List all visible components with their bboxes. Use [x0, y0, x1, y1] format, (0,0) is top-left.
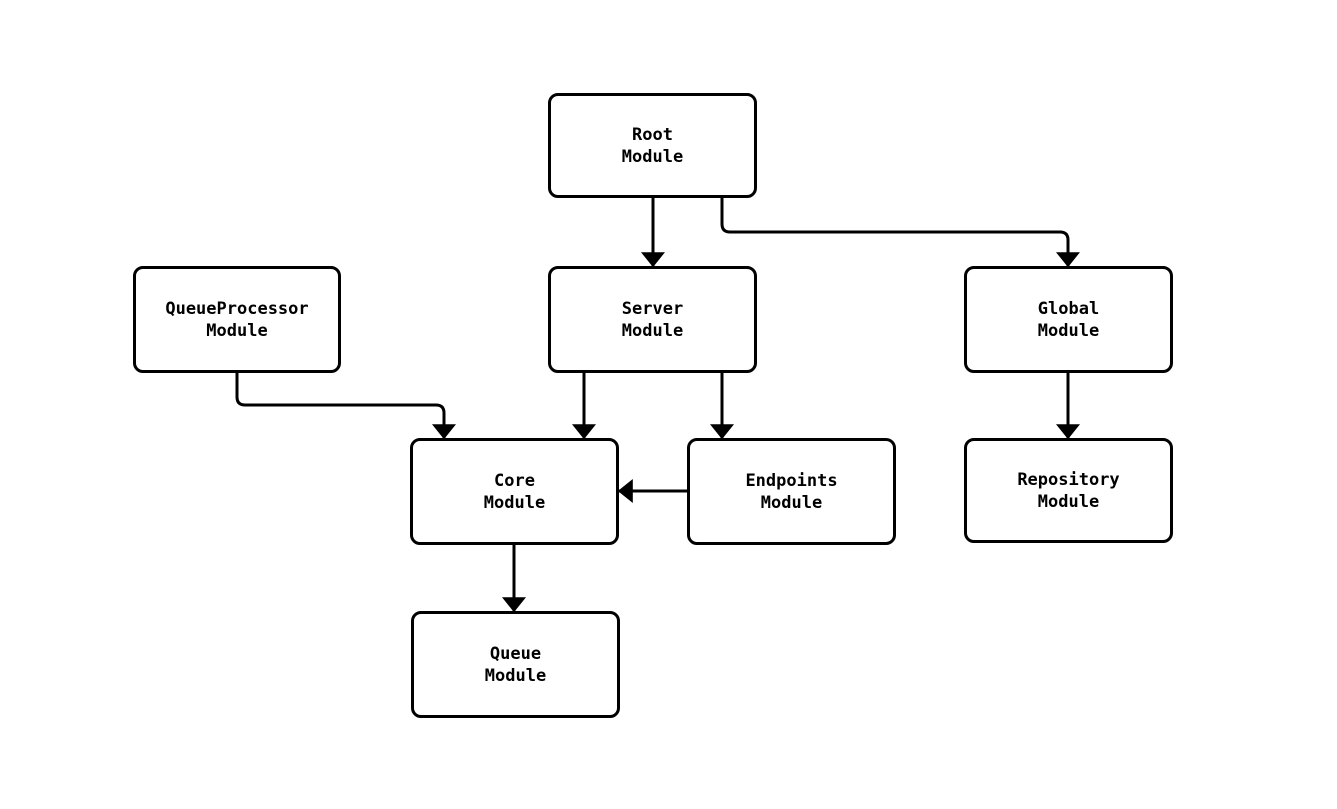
node-label-line: Module: [1037, 491, 1100, 512]
node-label-line: Module: [621, 320, 684, 341]
node-label-line: Module: [484, 665, 547, 686]
node-label-line: Module: [760, 492, 823, 513]
node-label-line: Queue: [489, 643, 542, 664]
node-label-line: Module: [621, 146, 684, 167]
node-label-line: Global: [1037, 298, 1100, 319]
node-label-line: Repository: [1017, 469, 1120, 490]
node-label-line: Endpoints: [745, 470, 838, 491]
edge-queueprocessor-to-core: [235, 373, 456, 440]
edge-root-to-global: [720, 198, 1080, 268]
node-label-line: Server: [621, 298, 684, 319]
node-label-line: Module: [1037, 320, 1100, 341]
node-label-line: Core: [494, 470, 535, 491]
node-label-line: QueueProcessor: [165, 298, 309, 319]
node-label-line: Module: [206, 320, 268, 341]
node-label-line: Module: [483, 492, 546, 513]
node-label-line: Root: [632, 124, 673, 145]
